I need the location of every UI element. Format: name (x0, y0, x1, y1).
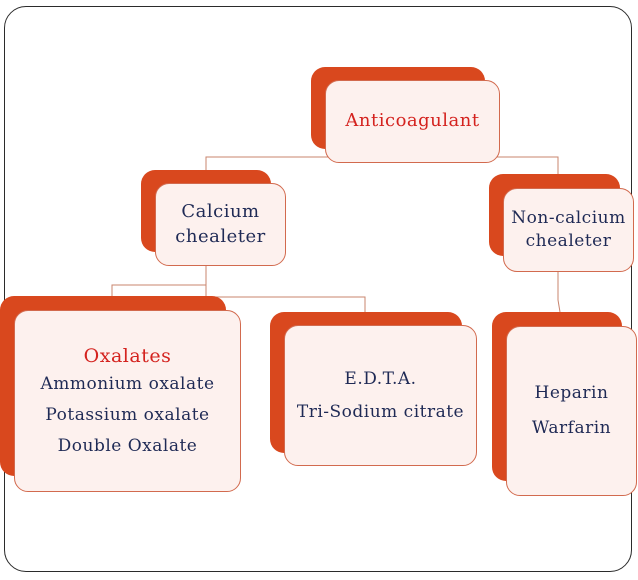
connector-calcium-right (205, 285, 366, 312)
calcium-line2: chealeter (175, 225, 266, 247)
noncalcium-node: Non-calcium chealeter (503, 188, 634, 272)
oxalates-item: Potassium oxalate (45, 405, 210, 426)
heparin-line2: Warfarin (531, 418, 612, 438)
calcium-line1: Calcium (181, 201, 260, 223)
connector-noncalcium (557, 272, 561, 313)
calcium-node: Calcium chealeter (155, 183, 286, 266)
heparin-node: Heparin Warfarin (506, 326, 637, 496)
oxalates-item: Ammonium oxalate (40, 374, 215, 395)
noncalcium-line1: Non-calcium (511, 208, 626, 229)
oxalates-node: Oxalates Ammonium oxalate Potassium oxal… (14, 310, 241, 492)
edta-line2: Tri-Sodium citrate (296, 401, 465, 422)
root-label: Anticoagulant (345, 110, 480, 132)
connector-calcium (111, 262, 207, 296)
oxalates-title: Oxalates (83, 344, 172, 367)
oxalates-item: Double Oxalate (57, 436, 198, 457)
edta-node: E.D.T.A. Tri-Sodium citrate (284, 325, 477, 466)
edta-line1: E.D.T.A. (344, 368, 417, 389)
noncalcium-line2: chealeter (525, 231, 612, 251)
root-node: Anticoagulant (325, 80, 500, 163)
heparin-line1: Heparin (534, 383, 609, 404)
